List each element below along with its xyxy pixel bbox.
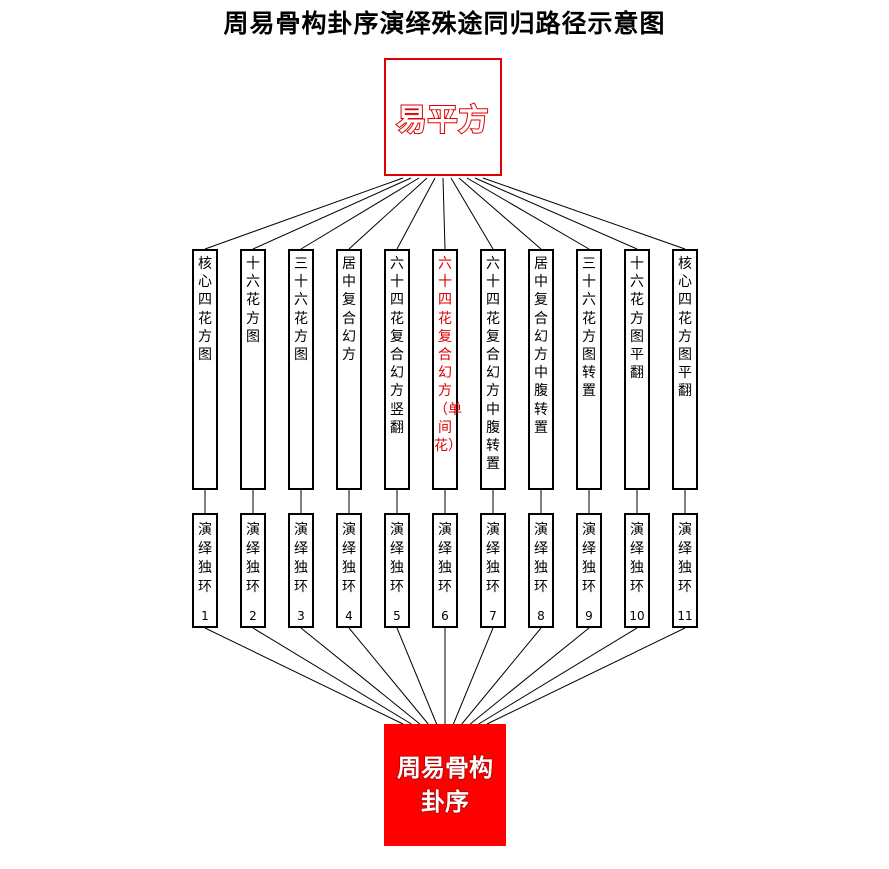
method-label: 六十四花复合幻方竖翻 <box>390 256 404 436</box>
edge-source-to-method <box>396 177 436 250</box>
edge-cycle-to-target <box>396 627 438 725</box>
cycle-number: 10 <box>629 609 645 623</box>
cycle-label: 演绎独环 <box>342 522 356 595</box>
edge-cycle-to-target <box>478 627 638 725</box>
cycle-box-7: 演绎独环 7 <box>480 513 506 628</box>
edge-cycle-to-target <box>469 627 590 725</box>
cycle-number: 5 <box>393 609 401 623</box>
edge-cycle-to-target <box>452 627 494 725</box>
cycle-number: 3 <box>297 609 305 623</box>
edge-cycle-to-target <box>204 627 404 725</box>
cycle-label: 演绎独环 <box>678 522 692 595</box>
page-title: 周易骨构卦序演绎殊途同归路径示意图 <box>223 9 666 38</box>
method-box-9: 三十六花方图转置 <box>576 249 602 490</box>
cycle-label: 演绎独环 <box>246 522 260 595</box>
method-label: 三十六花方图 <box>294 256 308 364</box>
edge-source-to-method <box>348 177 428 250</box>
cycle-number: 7 <box>489 609 497 623</box>
edge-source-to-method <box>300 177 420 250</box>
method-box-3: 三十六花方图 <box>288 249 314 490</box>
cycle-box-2: 演绎独环 2 <box>240 513 266 628</box>
cycle-box-4: 演绎独环 4 <box>336 513 362 628</box>
edge-source-to-method <box>466 177 590 250</box>
source-node: 易平方 <box>384 58 502 176</box>
cycle-number: 1 <box>201 609 209 623</box>
method-box-10: 十六花方图平翻 <box>624 249 650 490</box>
method-label: 六十四花复合幻方（单间花） <box>434 256 462 455</box>
method-label: 六十四花复合幻方中腹转置 <box>486 256 500 473</box>
cycle-box-10: 演绎独环 10 <box>624 513 650 628</box>
cycle-box-9: 演绎独环 9 <box>576 513 602 628</box>
edge-source-to-method <box>482 177 686 250</box>
cycle-label: 演绎独环 <box>438 522 452 595</box>
method-label: 核心四花方图平翻 <box>678 256 692 400</box>
method-box-7: 六十四花复合幻方中腹转置 <box>480 249 506 490</box>
edge-source-to-method <box>204 177 404 250</box>
method-box-1: 核心四花方图 <box>192 249 218 490</box>
method-label: 核心四花方图 <box>198 256 212 364</box>
cycle-number: 2 <box>249 609 257 623</box>
method-label: 居中复合幻方 <box>342 256 356 364</box>
edge-cycle-to-target <box>252 627 412 725</box>
method-box-5: 六十四花复合幻方竖翻 <box>384 249 410 490</box>
edge-source-to-method <box>458 177 542 250</box>
cycle-box-6: 演绎独环 6 <box>432 513 458 628</box>
cycle-label: 演绎独环 <box>390 522 404 595</box>
cycle-label: 演绎独环 <box>486 522 500 595</box>
edge-cycle-to-target <box>461 627 542 725</box>
edge-source-to-method <box>442 177 446 250</box>
cycle-label: 演绎独环 <box>582 522 596 595</box>
method-box-11: 核心四花方图平翻 <box>672 249 698 490</box>
edge-cycle-to-target <box>348 627 429 725</box>
target-node: 周易骨构卦序 <box>384 724 506 846</box>
target-node-label: 周易骨构卦序 <box>396 753 494 817</box>
cycle-box-11: 演绎独环 11 <box>672 513 698 628</box>
cycle-label: 演绎独环 <box>534 522 548 595</box>
cycle-label: 演绎独环 <box>630 522 644 595</box>
cycle-box-5: 演绎独环 5 <box>384 513 410 628</box>
cycle-number: 8 <box>537 609 545 623</box>
edge-source-to-method <box>474 177 638 250</box>
cycle-number: 9 <box>585 609 593 623</box>
cycle-number: 11 <box>677 609 693 623</box>
cycle-label: 演绎独环 <box>198 522 212 595</box>
edge-source-to-method <box>450 177 494 250</box>
method-box-8: 居中复合幻方中腹转置 <box>528 249 554 490</box>
method-label: 十六花方图 <box>246 256 260 345</box>
method-box-6: 六十四花复合幻方（单间花） <box>432 249 462 490</box>
method-label: 十六花方图平翻 <box>630 256 644 382</box>
cycle-box-8: 演绎独环 8 <box>528 513 554 628</box>
method-label: 居中复合幻方中腹转置 <box>534 256 548 436</box>
edge-cycle-to-target <box>486 627 686 725</box>
method-box-2: 十六花方图 <box>240 249 266 490</box>
cycle-number: 4 <box>345 609 353 623</box>
method-box-4: 居中复合幻方 <box>336 249 362 490</box>
cycle-box-1: 演绎独环 1 <box>192 513 218 628</box>
cycle-box-3: 演绎独环 3 <box>288 513 314 628</box>
edge-cycle-to-target <box>300 627 421 725</box>
cycle-label: 演绎独环 <box>294 522 308 595</box>
cycle-number: 6 <box>441 609 449 623</box>
method-label: 三十六花方图转置 <box>582 256 596 400</box>
edge-source-to-method <box>252 177 412 250</box>
source-node-label: 易平方 <box>396 102 490 139</box>
